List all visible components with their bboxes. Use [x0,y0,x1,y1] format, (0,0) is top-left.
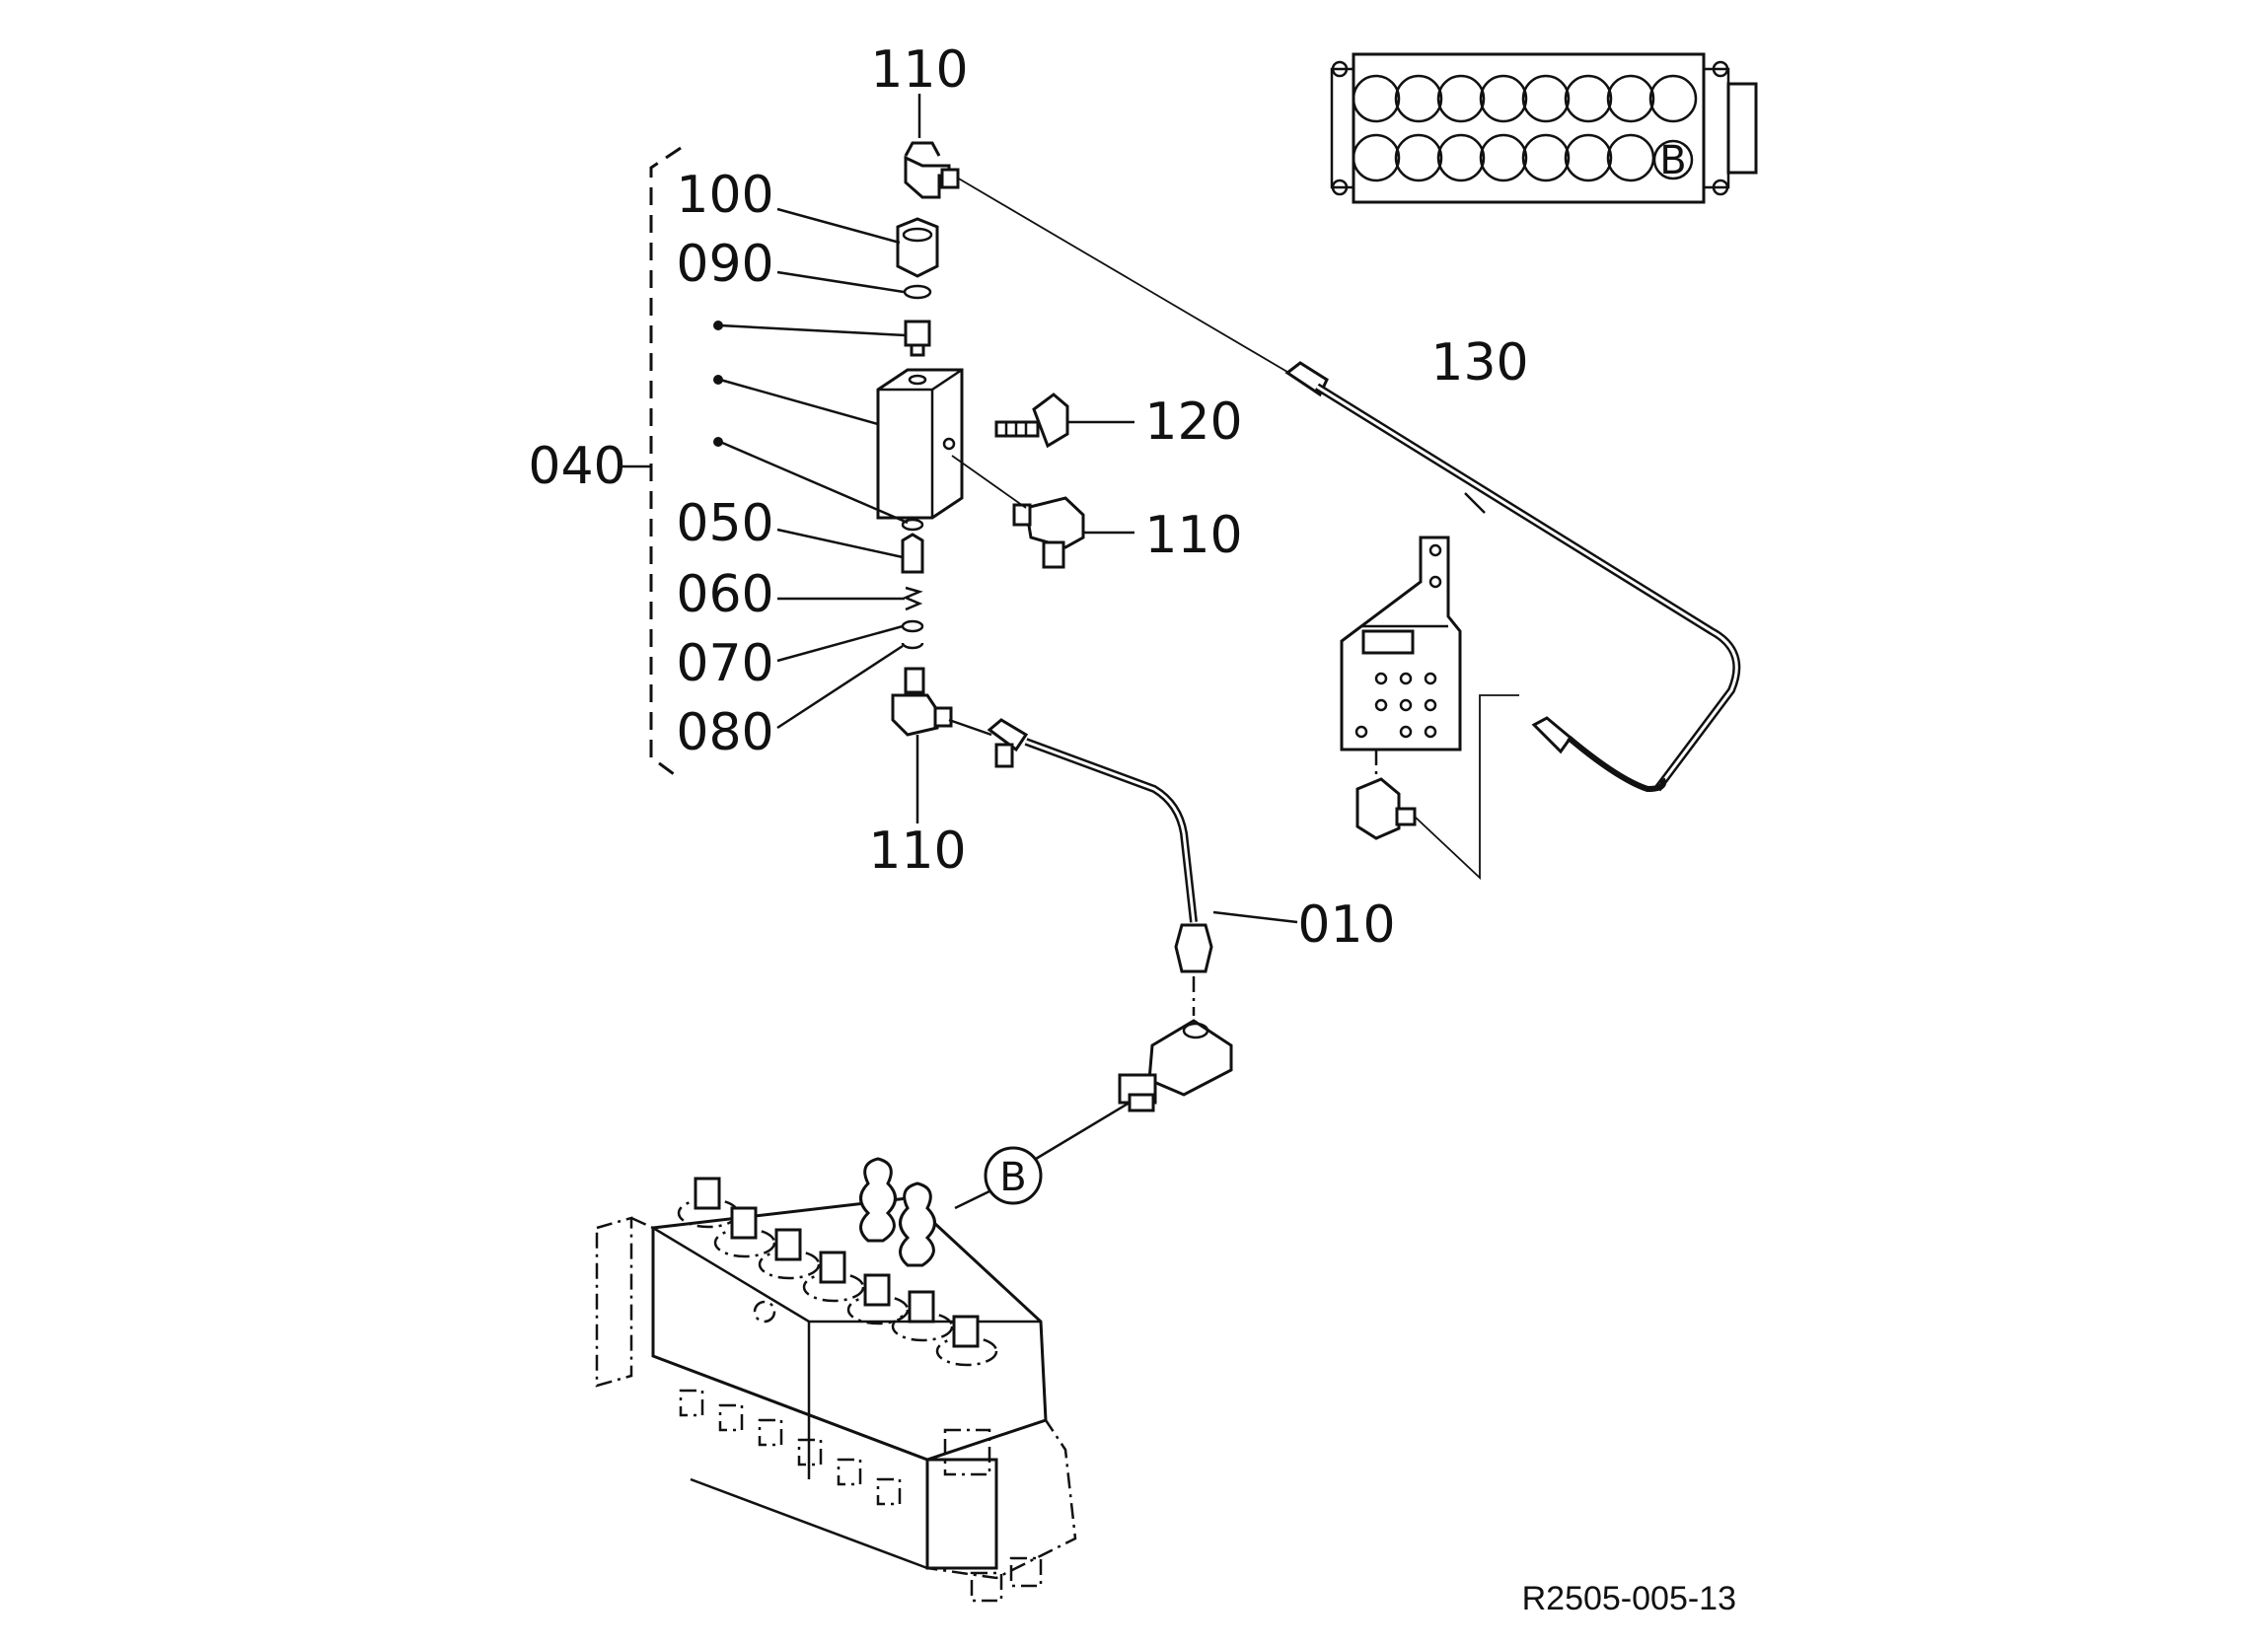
spring-060 [902,586,923,611]
label-080: 080 [676,703,773,762]
label-040: 040 [528,437,625,496]
spool-heads [677,1177,998,1367]
port-circles-row-1 [1352,74,1698,123]
rubber-boots [859,1157,936,1267]
fitting-120 [994,393,1069,449]
label-130: 130 [1430,333,1528,393]
elbow-fitting-right [1012,496,1085,569]
inset-callout-b: B [1659,138,1686,183]
washer-070 [901,619,924,633]
label-010: 010 [1297,895,1395,955]
callout-b-circle [984,1146,1043,1205]
elbow-fitting-bottom [891,667,953,737]
valve-block [876,368,964,520]
o-ring-090 [903,284,932,300]
lower-valve-fitting [1118,1019,1233,1112]
label-110-top: 110 [870,40,968,100]
label-050: 050 [676,494,773,553]
callout-b: B [999,1155,1026,1200]
valve-poppet-050 [901,518,924,574]
drawing-reference: R2505-005-13 [1522,1580,1736,1617]
assembly-bracket-040 [649,146,682,781]
inset-callout-b-circle [1652,139,1694,180]
label-070: 070 [676,634,773,693]
mounting-bracket [1340,536,1519,881]
elbow-fitting-top [904,141,960,199]
adapter-100 [896,217,939,278]
label-090: 090 [676,235,773,294]
plug-small [904,320,931,357]
label-100: 100 [676,166,773,225]
control-valve-top-view: B [1330,52,1758,204]
pipe-130 [956,177,1741,793]
bottom-ports [679,1389,1043,1603]
label-060: 060 [676,565,773,624]
pipe-010 [948,718,1298,1016]
label-120: 120 [1144,393,1242,452]
snap-ring-080 [901,642,924,650]
label-110-right: 110 [1144,506,1242,565]
label-110-bottom: 110 [868,822,966,881]
control-valve-assembly [595,1157,1077,1603]
